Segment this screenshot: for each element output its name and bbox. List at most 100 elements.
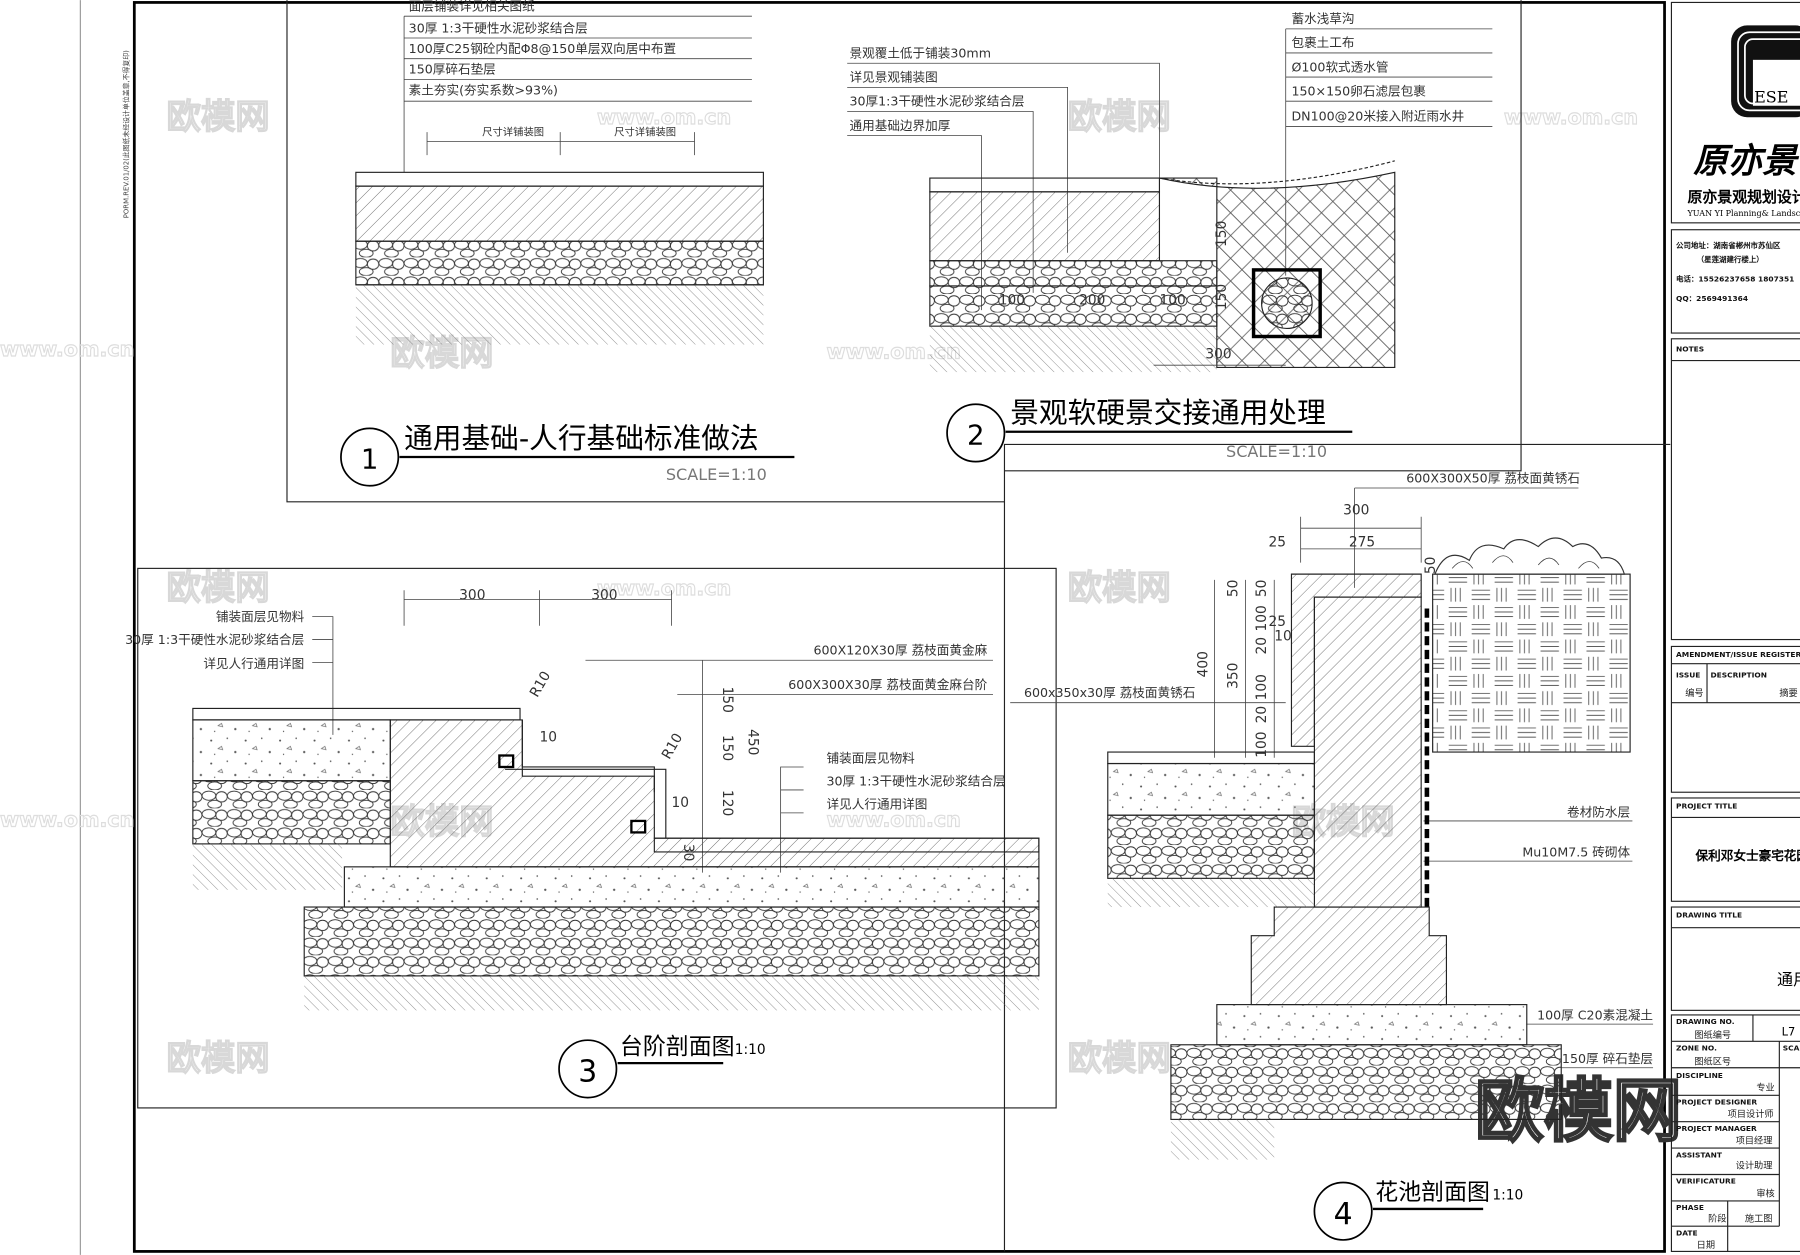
issue-label: ISSUE (1676, 670, 1700, 679)
detail3-number: 3 (578, 1055, 597, 1090)
detail2-label: 景观覆土低于铺装30mm (849, 46, 991, 61)
notes-label: NOTES (1676, 344, 1704, 353)
detail4-dim: 20 (1254, 706, 1270, 724)
description-cn: 摘要 (1779, 687, 1797, 699)
description-label: DESCRIPTION (1710, 670, 1767, 679)
watermark-url: www.om.cn (0, 337, 134, 361)
verify-cn: 审核 (1756, 1187, 1774, 1199)
detail2-section: 景观覆土低于铺装30mm 详见景观铺装图 30厚1:3干硬性水泥砂浆结合层 通用… (847, 11, 1493, 373)
detail3-dim: 150 (719, 735, 735, 761)
drawing-no-label: DRAWING NO. (1676, 1017, 1735, 1026)
detail2-dim: 200 (1079, 292, 1105, 308)
detail3-dim: 300 (591, 587, 617, 603)
detail3-label: 600X300X30厚 荔枝面黄金麻台阶 (788, 677, 987, 692)
company-phone: 电话：15526237658 1807351 (1676, 273, 1794, 283)
detail2-number-circle (946, 403, 1006, 463)
detail3-label: 600X120X30厚 荔枝面黄金麻 (814, 642, 988, 657)
detail1-title: 通用基础-人行基础标准做法 (404, 421, 759, 455)
zone-no-label: ZONE NO. (1676, 1044, 1717, 1053)
detail4-dim: 100 (1254, 605, 1270, 631)
detail2-title: 景观软硬景交接通用处理 (1010, 396, 1326, 430)
detail2-scale: SCALE=1:10 (1226, 442, 1327, 461)
detail4-dim: 300 (1343, 502, 1369, 518)
detail3-dim: 120 (719, 790, 735, 816)
manager-label: PROJECT MANAGER (1676, 1124, 1757, 1133)
detail1-frame (286, 0, 1005, 503)
watermark-url: www.om.cn (597, 576, 731, 600)
company-address: 公司地址：湖南省郴州市苏仙区 (1676, 240, 1781, 250)
detail1-dim-label: 尺寸详铺装图 (614, 126, 676, 139)
amendment-label: AMENDMENT/ISSUE REGISTER (1676, 650, 1800, 659)
sheet-border (132, 1, 1666, 1253)
watermark-url: www.om.cn (1504, 105, 1638, 129)
detail2-dim: 100 (1159, 292, 1185, 308)
detail1-section: 面层铺装详见相关图纸 30厚 1:3干硬性水泥砂浆结合层 100厚C25钢砼内配… (355, 0, 764, 345)
company-logo: ESE 原亦景 (1693, 25, 1800, 181)
detail4-dim: 275 (1349, 535, 1375, 551)
detail3-scale: 1:10 (735, 1042, 766, 1058)
detail4-dim: 50 (1423, 557, 1439, 575)
logo-text: ESE (1754, 87, 1788, 106)
phase-cn: 阶段 (1708, 1213, 1726, 1225)
manager-cn: 项目经理 (1736, 1135, 1773, 1147)
discipline-label: DISCIPLINE (1676, 1071, 1723, 1080)
detail3-dim: R10 (659, 731, 686, 762)
detail2-label: 包裹土工布 (1291, 35, 1354, 50)
detail1-scale: SCALE=1:10 (666, 465, 767, 484)
company-address-2: （星莲湖建行楼上） (1697, 254, 1764, 264)
detail2-label: 30厚1:3干硬性水泥砂浆结合层 (849, 94, 1024, 109)
detail1-number-circle (340, 427, 400, 487)
designer-label: PROJECT DESIGNER (1676, 1097, 1757, 1106)
detail4-dim: 20 (1254, 637, 1270, 655)
detail3-label: 30厚 1:3干硬性水泥砂浆结合层 (125, 632, 304, 647)
detail2-label: Ø100软式透水管 (1291, 59, 1388, 74)
drawing-no: L7 (1782, 1025, 1796, 1039)
project-title-label: PROJECT TITLE (1676, 801, 1737, 810)
detail4-label: 卷材防水层 (1567, 804, 1630, 819)
detail3-dim: 10 (540, 730, 558, 746)
detail3-dim: 450 (744, 729, 760, 755)
detail2-label: 通用基础边界加厚 (849, 118, 950, 133)
watermark-brand: 欧模网 (1068, 568, 1171, 608)
detail4-section: 600X300X50厚 荔枝面黄锈石 600x350x30厚 荔枝面黄锈石 卷材… (1010, 470, 1653, 1160)
detail2-frame (1004, 0, 1522, 472)
detail2-label: 150×150卵石滤层包裹 (1291, 83, 1426, 98)
detail2-label: 详见景观铺装图 (849, 70, 937, 85)
detail3-label: 30厚 1:3干硬性水泥砂浆结合层 (827, 773, 1006, 788)
assistant-label: ASSISTANT (1676, 1150, 1723, 1159)
detail1-number: 1 (361, 444, 379, 476)
detail4-dim: 50 (1226, 580, 1242, 598)
detail1-dim-label: 尺寸详铺装图 (482, 126, 544, 139)
watermark-url: www.om.cn (827, 808, 961, 832)
detail4-dim: 100 (1254, 732, 1270, 758)
assistant-cn: 设计助理 (1736, 1160, 1773, 1172)
discipline-cn: 专业 (1756, 1082, 1774, 1094)
detail2-dim: 150 (1214, 284, 1230, 310)
designer-cn: 项目设计师 (1728, 1108, 1774, 1120)
detail4-dim: 400 (1196, 651, 1212, 677)
detail4-label: Mu10M7.5 砖砌体 (1522, 845, 1630, 860)
date-cn: 日期 (1697, 1240, 1715, 1251)
drawing-title-label: DRAWING TITLE (1676, 910, 1742, 919)
drawing-title: 通用 (1777, 970, 1800, 989)
detail4-scale: 1:10 (1492, 1188, 1523, 1204)
detail4-label: 600X300X50厚 荔枝面黄锈石 (1406, 470, 1580, 485)
detail4-number: 4 (1334, 1197, 1353, 1232)
date-label: DATE (1676, 1228, 1698, 1237)
watermark-url: www.om.cn (0, 808, 134, 832)
logo-calligraphy: 原亦景 (1693, 141, 1800, 181)
scale-label: SCA (1783, 1044, 1800, 1053)
detail4-label: 150厚 碎石垫层 (1562, 1051, 1653, 1066)
detail4-dim: 10 (1274, 629, 1292, 645)
watermark-brand: 欧模网 (166, 1039, 269, 1079)
company-name-en: YUAN YI Planning& Landscape (1687, 209, 1800, 218)
detail3-frame (137, 567, 1057, 1109)
title-block: ESE 原亦景 原亦景观规划设计 YUAN YI Planning& Lands… (1670, 1, 1800, 1252)
detail4-dim: 50 (1254, 580, 1270, 598)
watermark-brand: 欧模网 (166, 568, 269, 608)
side-note: PORM.REV.01/02(此图纸未经设计单位盖章,不得复印) (122, 50, 131, 218)
detail3-label: 详见人行通用详图 (827, 796, 928, 811)
company-name-cn: 原亦景观规划设计 (1688, 188, 1800, 206)
detail2-number: 2 (967, 419, 985, 451)
